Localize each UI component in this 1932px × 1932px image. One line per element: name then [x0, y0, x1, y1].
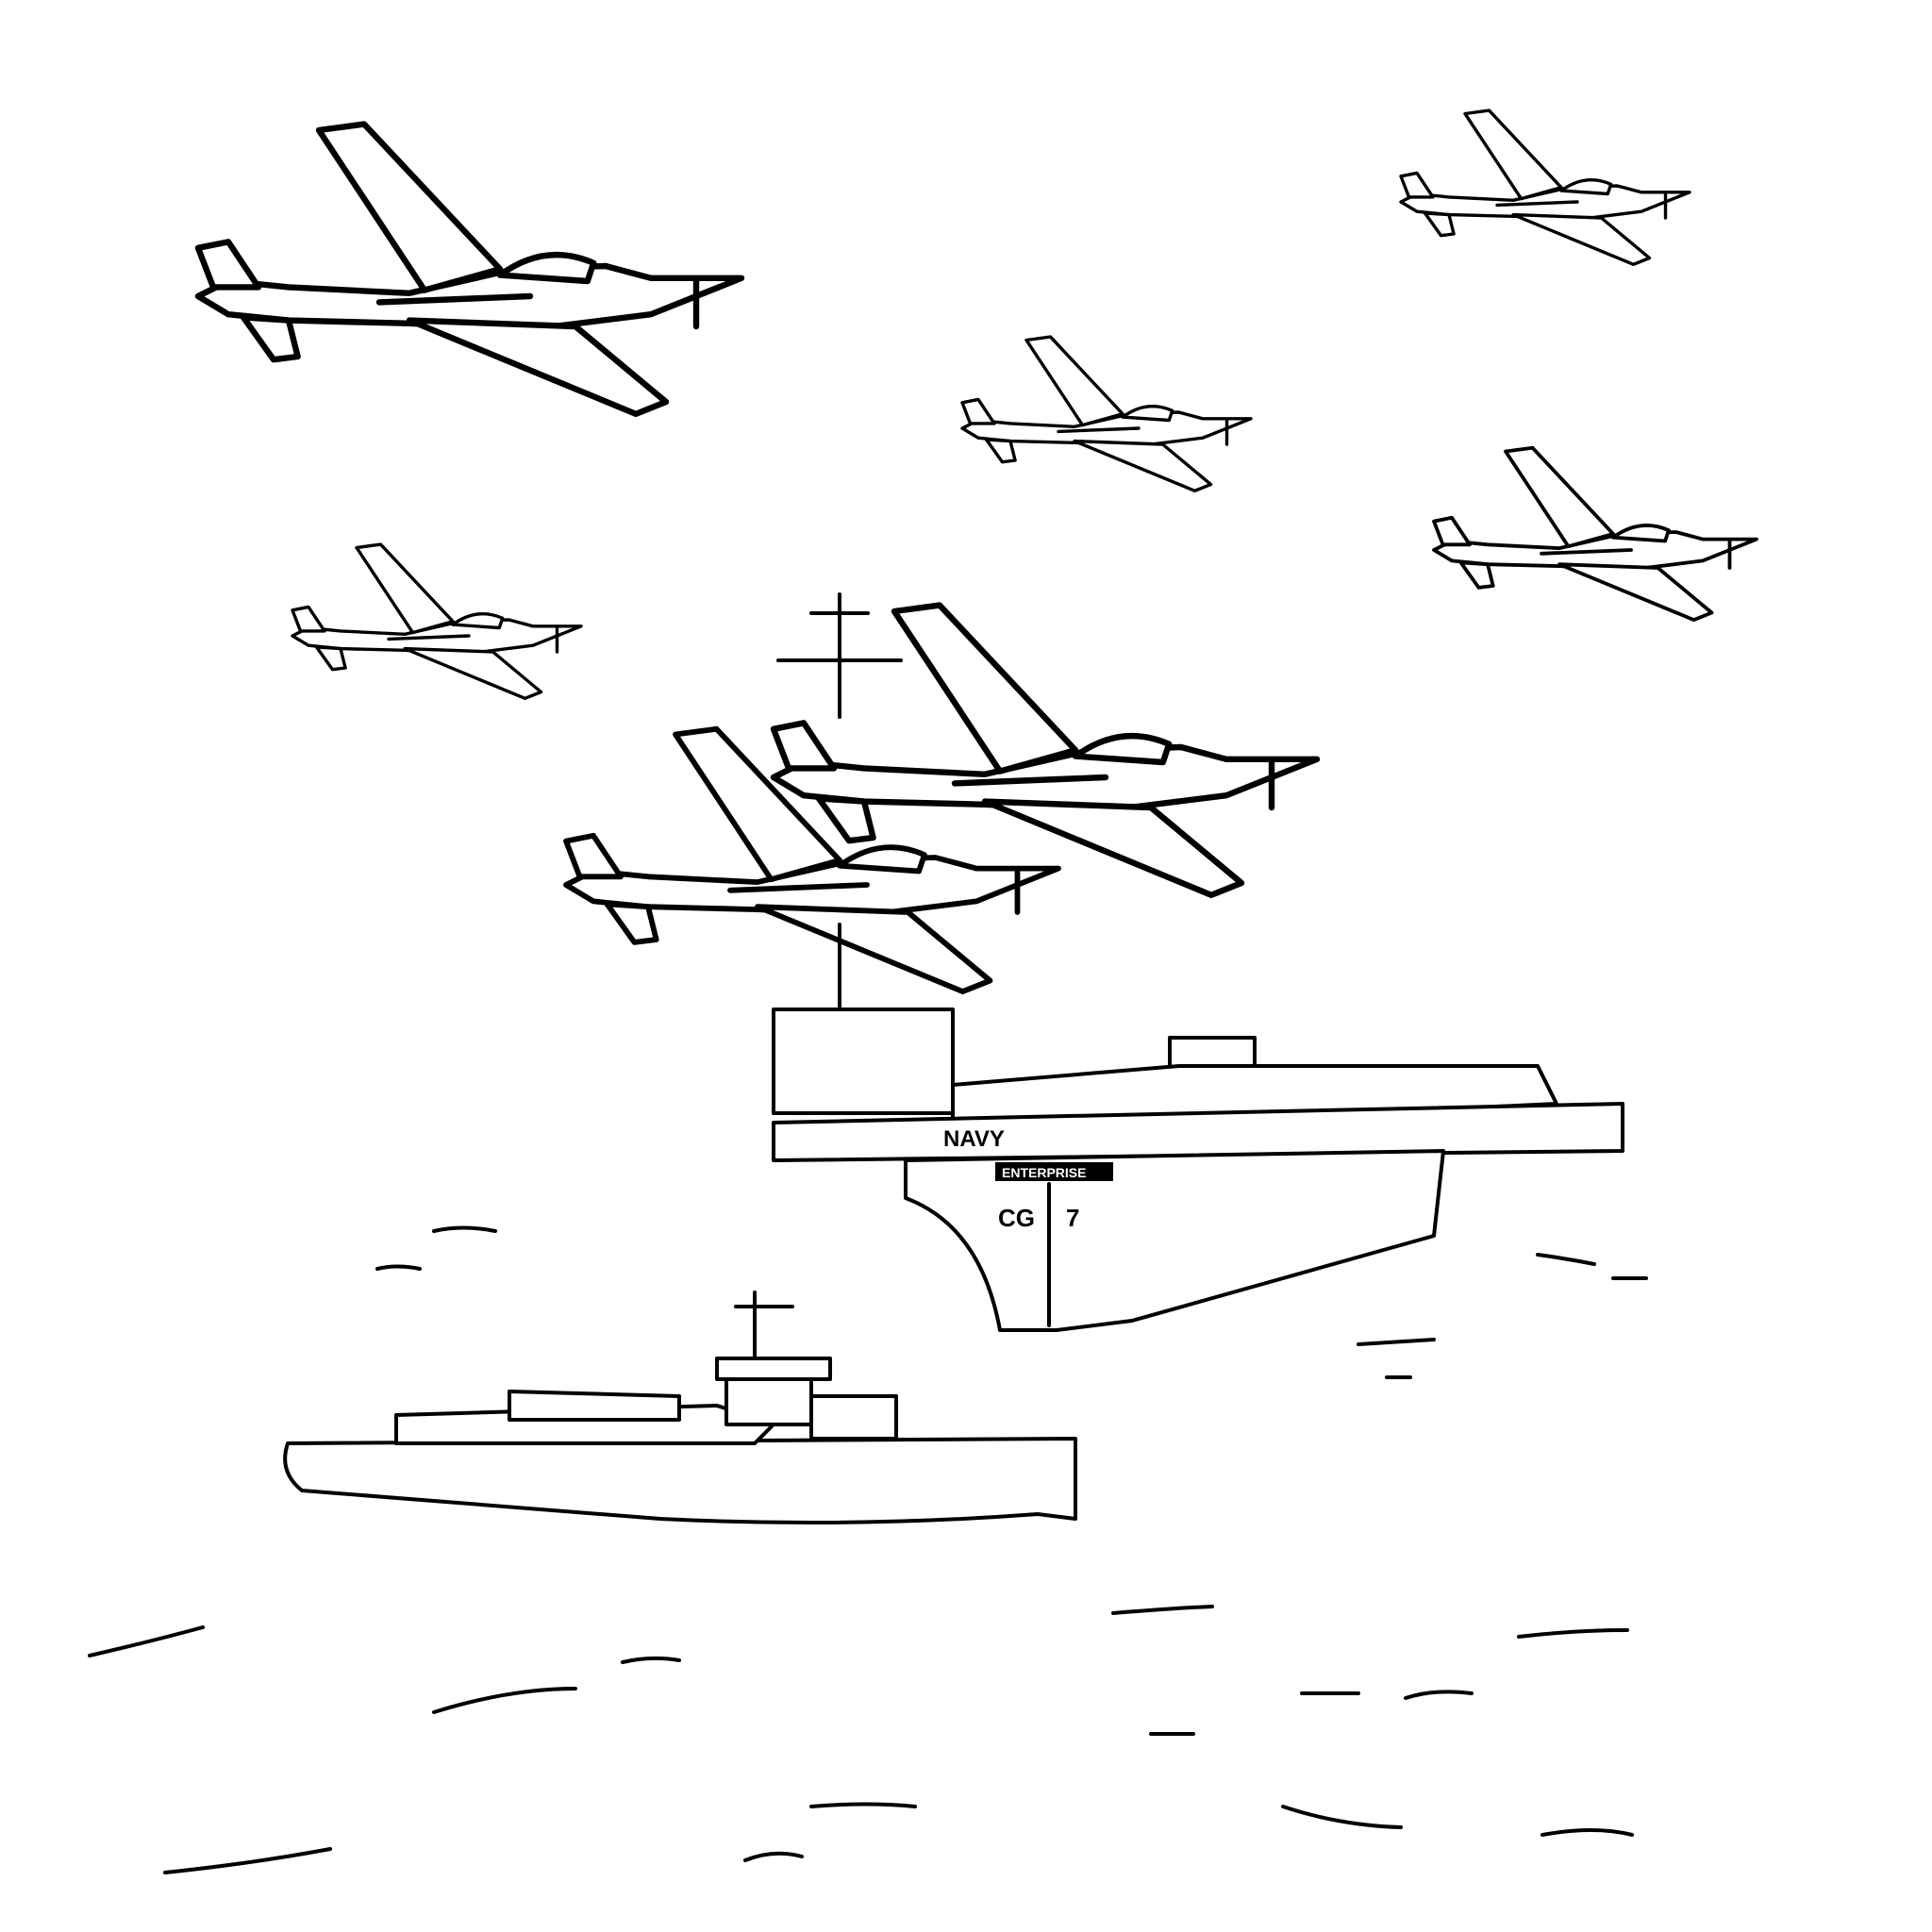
hull-code-right: 7 — [1066, 1204, 1079, 1232]
aircraft-1 — [198, 125, 741, 414]
carrier-nameplate: ENTERPRISE — [1002, 1165, 1086, 1180]
aircraft-2 — [1399, 108, 1691, 266]
waves — [88, 1225, 1648, 1874]
carrier-mast — [776, 592, 903, 1021]
aircraft-3 — [960, 335, 1253, 492]
destroyer — [283, 1291, 1077, 1524]
deck-text: NAVY — [943, 1126, 1005, 1152]
hull-code-left: CG — [998, 1204, 1035, 1232]
aircraft-carrier: NAVY ENTERPRISE CG 7 — [772, 1008, 1624, 1332]
aircraft-5 — [291, 542, 583, 700]
aircraft-4 — [1432, 445, 1758, 622]
aircraft-6 — [774, 606, 1317, 895]
